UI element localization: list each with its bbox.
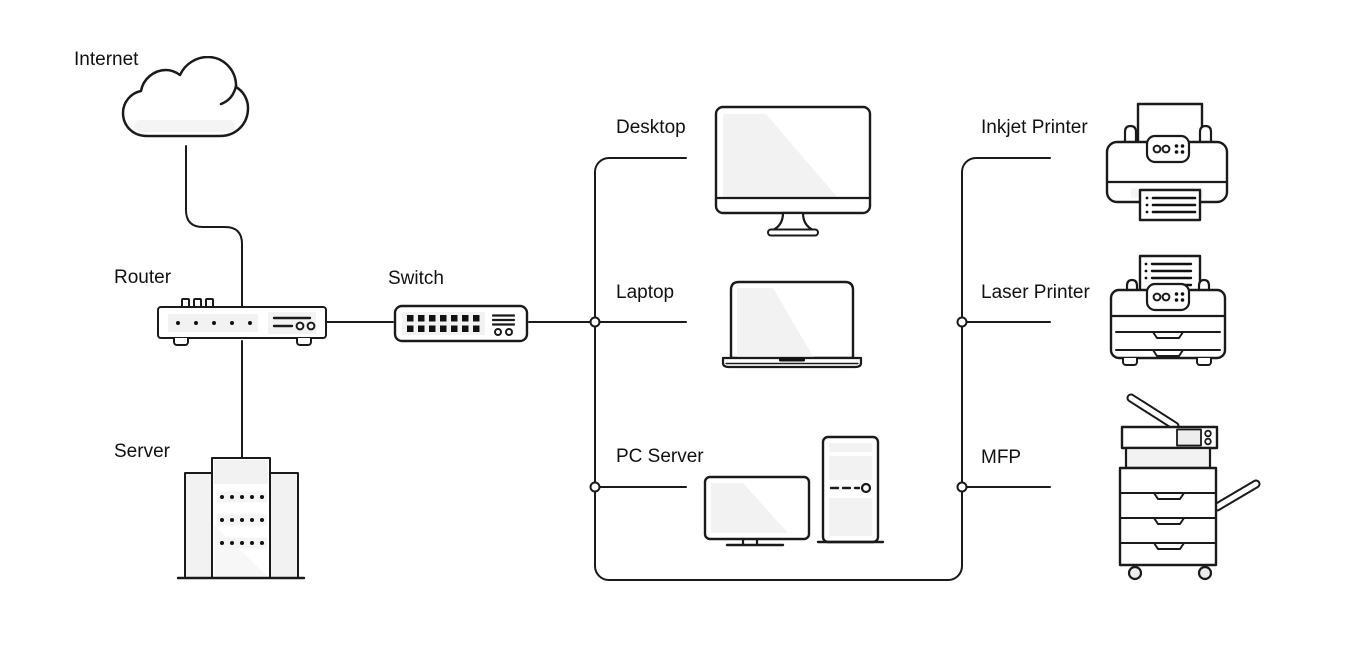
laptop-icon [721, 279, 863, 373]
junction-node [589, 316, 601, 328]
node-label-desktop: Desktop [616, 117, 686, 138]
node-label-laptop: Laptop [616, 282, 675, 303]
server-tower-icon [176, 453, 306, 581]
mfp-copier-icon [1118, 390, 1266, 586]
connection-trunk-loop [594, 157, 1051, 581]
connection-internet-router [185, 145, 243, 307]
node-label-internet: Internet [74, 49, 139, 70]
junction-node [956, 481, 968, 493]
node-label-pc-server: PC Server [616, 446, 704, 467]
node-label-mfp: MFP [981, 447, 1022, 468]
node-label-laser-printer: Laser Printer [981, 282, 1090, 303]
pc-server-icon [703, 430, 885, 550]
cloud-icon [120, 56, 250, 148]
node-label-inkjet-printer: Inkjet Printer [981, 117, 1088, 138]
desktop-computer-icon [714, 105, 872, 237]
laser-printer-icon [1109, 254, 1227, 376]
node-label-router: Router [114, 267, 172, 288]
node-label-server: Server [114, 441, 170, 462]
switch-icon [393, 304, 529, 344]
node-label-switch: Switch [388, 268, 444, 289]
junction-node [589, 481, 601, 493]
router-icon [156, 296, 328, 348]
inkjet-printer-icon [1105, 102, 1229, 222]
junction-node [956, 316, 968, 328]
